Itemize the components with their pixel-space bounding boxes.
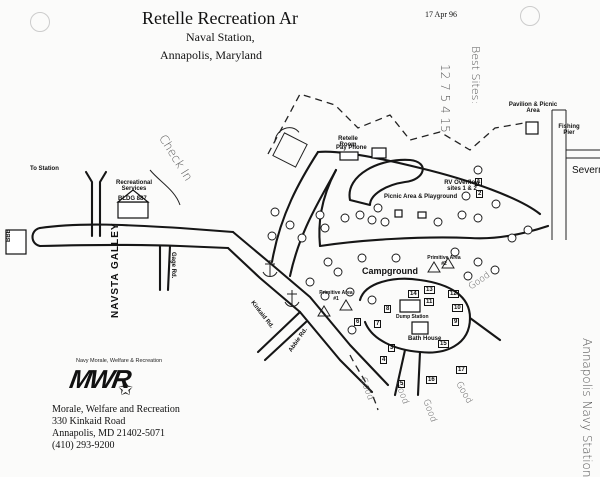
best-sites-note: Best Sites: [469, 46, 482, 105]
side-note: Annapolis Navy Station [580, 338, 594, 477]
playground-icon [417, 211, 427, 219]
bath-house-label: Bath House [408, 336, 442, 342]
primitive-area-2-label: Primitive Area #2 [427, 255, 461, 267]
road-loop-end [31, 226, 42, 248]
loop-road-outer [316, 150, 542, 216]
site-number: 5 [398, 380, 406, 388]
site-number: 11 [424, 298, 435, 306]
picnic-icon [394, 209, 403, 218]
site-number: 3 [388, 344, 396, 352]
anchor-icon [284, 290, 300, 307]
galley-building [5, 229, 27, 255]
rec-arrow [149, 169, 181, 206]
trail-south [349, 354, 379, 411]
retelle-room-label: Retelle Room [338, 136, 358, 148]
pay-phone-building [371, 147, 387, 159]
site-number: 8 [384, 305, 392, 313]
rec-services-label: Recreational Services [115, 180, 152, 192]
hole-punch [30, 12, 50, 32]
pavilion-label: Pavilion & Picnic Area [508, 102, 558, 114]
org-phone: (410) 293-9200 [52, 440, 115, 451]
site-number: 1 [475, 178, 483, 186]
kinkaid-road-east-edge [231, 230, 390, 387]
to-station-road [84, 170, 108, 238]
ball-field [272, 127, 308, 168]
shoreline [566, 149, 600, 159]
picnic-playground-label: Picnic Area & Playground [384, 194, 458, 200]
bldg-label: BLDG 887 [118, 196, 147, 202]
abbie-road [256, 310, 308, 362]
bath-house-building [411, 321, 429, 335]
gage-road-label: Gage Rd. [170, 252, 176, 279]
map-drawing [5, 93, 600, 411]
site-number: 2 [476, 190, 484, 198]
mwr-tagline: Navy Morale, Welfare & Recreation [76, 358, 163, 364]
galley-label: BBB [6, 229, 12, 242]
best-sites-list: 12 7 5 4 15 [438, 64, 452, 133]
map-subtitle: Naval Station, [186, 30, 255, 44]
site-number: 14 [408, 290, 419, 298]
site-number: 12 [448, 290, 459, 298]
org-street: 330 Kinkaid Road [52, 416, 126, 427]
navsta-galley-label: NAVSTA GALLEY [110, 222, 121, 318]
campground-road-south [393, 316, 502, 397]
site-number: 9 [452, 318, 460, 326]
rec-services-roof [116, 189, 150, 203]
loop-road-connector [318, 168, 338, 248]
site-number: 13 [424, 286, 435, 294]
site-number: 10 [452, 304, 463, 312]
rv-loop [348, 158, 424, 207]
site-number: 6 [354, 318, 362, 326]
campground-label: Campground [362, 266, 418, 276]
to-station-label: To Station [30, 166, 59, 172]
dump-station-building [399, 299, 421, 313]
retelle-room-building [339, 151, 359, 161]
tent-icons [317, 257, 455, 317]
fishing-pier-label: Fishing Pier [558, 124, 580, 136]
pay-phone-label: Pay Phone [336, 145, 367, 151]
org-name: Morale, Welfare and Recreation [52, 404, 180, 415]
site-number: 17 [456, 366, 467, 374]
site-number: 16 [426, 376, 437, 384]
kinkaid-road-west-edge [226, 246, 374, 394]
dump-station-label: Dump Station [396, 314, 429, 320]
rv-overflow-label: RV Overflow sites 1 & 2 [444, 180, 480, 192]
map-title: Retelle Recreation Ar [142, 8, 298, 28]
hole-punch [520, 6, 540, 26]
org-city: Annapolis, MD 21402-5071 [52, 428, 166, 439]
map-location: Annapolis, Maryland [160, 48, 262, 62]
park-road-west [270, 150, 320, 264]
primitive-area-1-label: Primitive Area #1 [319, 290, 353, 302]
access-road-south-edge [38, 243, 230, 250]
river-label: Severn River [572, 165, 600, 176]
pavilion-building [525, 121, 539, 135]
date-note: 17 Apr 96 [425, 10, 457, 19]
site-number: 15 [438, 340, 449, 348]
site-number: 7 [374, 320, 382, 328]
pier-structure [551, 109, 567, 240]
rec-services-building [117, 201, 149, 219]
star-icon: ✩ [118, 379, 134, 399]
access-road-north-edge [38, 223, 235, 234]
anchor-icon [262, 260, 278, 277]
loop-road-inner [318, 224, 550, 248]
site-number: 4 [380, 356, 388, 364]
gage-road [158, 244, 172, 292]
trail-north [267, 93, 531, 155]
trees [267, 165, 533, 335]
